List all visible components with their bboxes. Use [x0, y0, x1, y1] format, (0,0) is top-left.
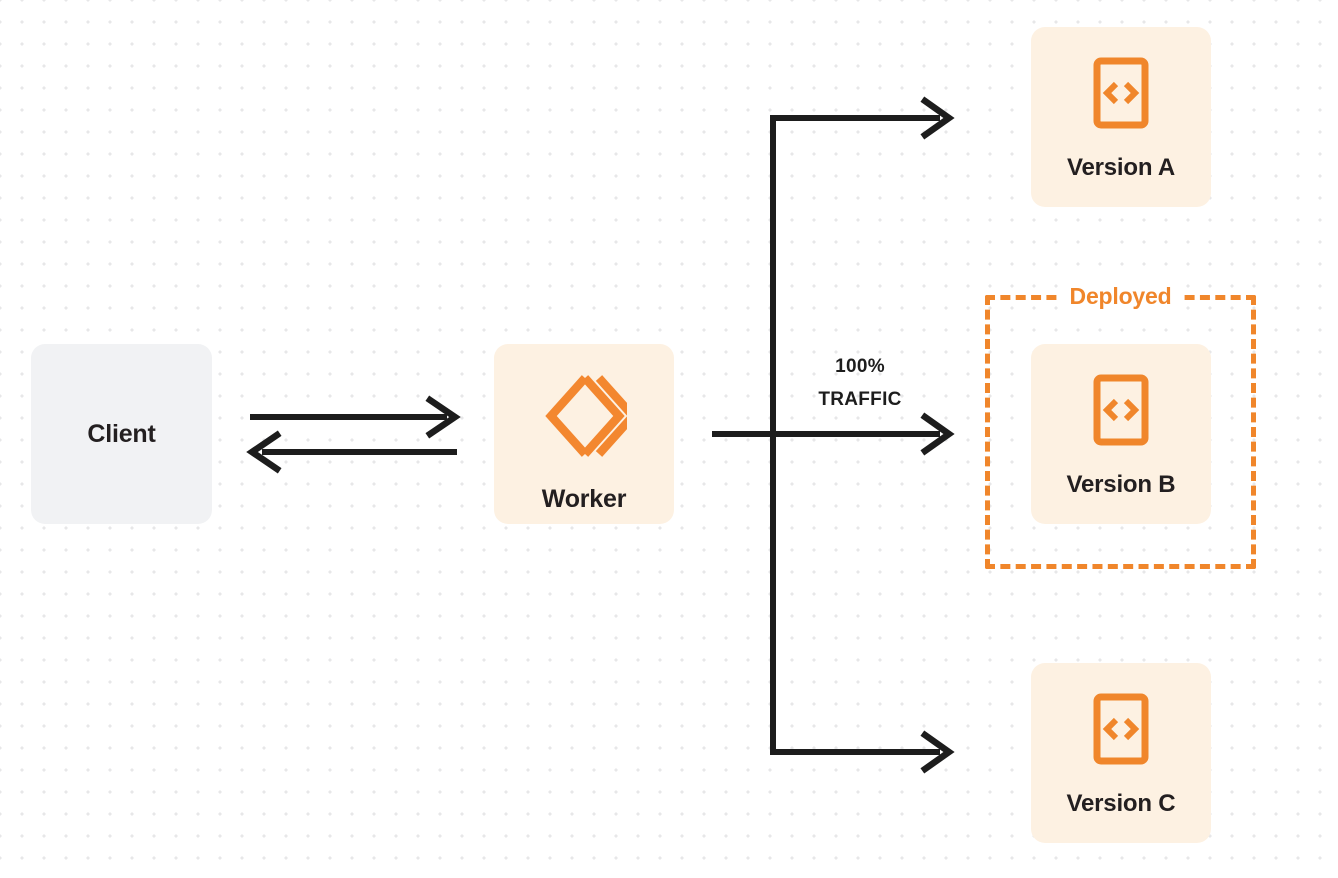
node-version-a[interactable]: Version A — [1031, 27, 1211, 207]
node-worker-label: Worker — [541, 485, 627, 513]
edge-worker-to-client — [246, 430, 457, 474]
deployed-badge: Deployed — [1059, 282, 1182, 310]
traffic-percent: 100% — [835, 356, 885, 377]
edge-worker-trunk — [712, 118, 940, 752]
edge-worker-to-version-b — [920, 412, 955, 456]
node-client[interactable]: Client — [31, 344, 212, 524]
code-file-icon — [1093, 57, 1149, 134]
node-version-b[interactable]: Version B — [1031, 344, 1211, 524]
node-version-a-label: Version A — [1066, 154, 1176, 181]
node-client-label: Client — [87, 419, 156, 448]
node-worker[interactable]: Worker — [494, 344, 674, 524]
code-file-icon — [1093, 374, 1149, 451]
node-version-c[interactable]: Version C — [1031, 663, 1211, 843]
node-version-c-label: Version C — [1066, 790, 1176, 817]
edge-client-to-worker — [250, 395, 461, 439]
edge-worker-to-version-c — [770, 730, 955, 774]
traffic-annotation: 100% TRAFFIC — [790, 350, 930, 416]
node-version-b-label: Version B — [1066, 471, 1176, 498]
code-file-icon — [1093, 693, 1149, 770]
deployed-group-frame: Deployed — [985, 282, 1256, 569]
traffic-caption: TRAFFIC — [818, 389, 902, 410]
cloudflare-workers-logo-icon — [541, 372, 639, 465]
edge-worker-to-version-a — [770, 96, 955, 140]
